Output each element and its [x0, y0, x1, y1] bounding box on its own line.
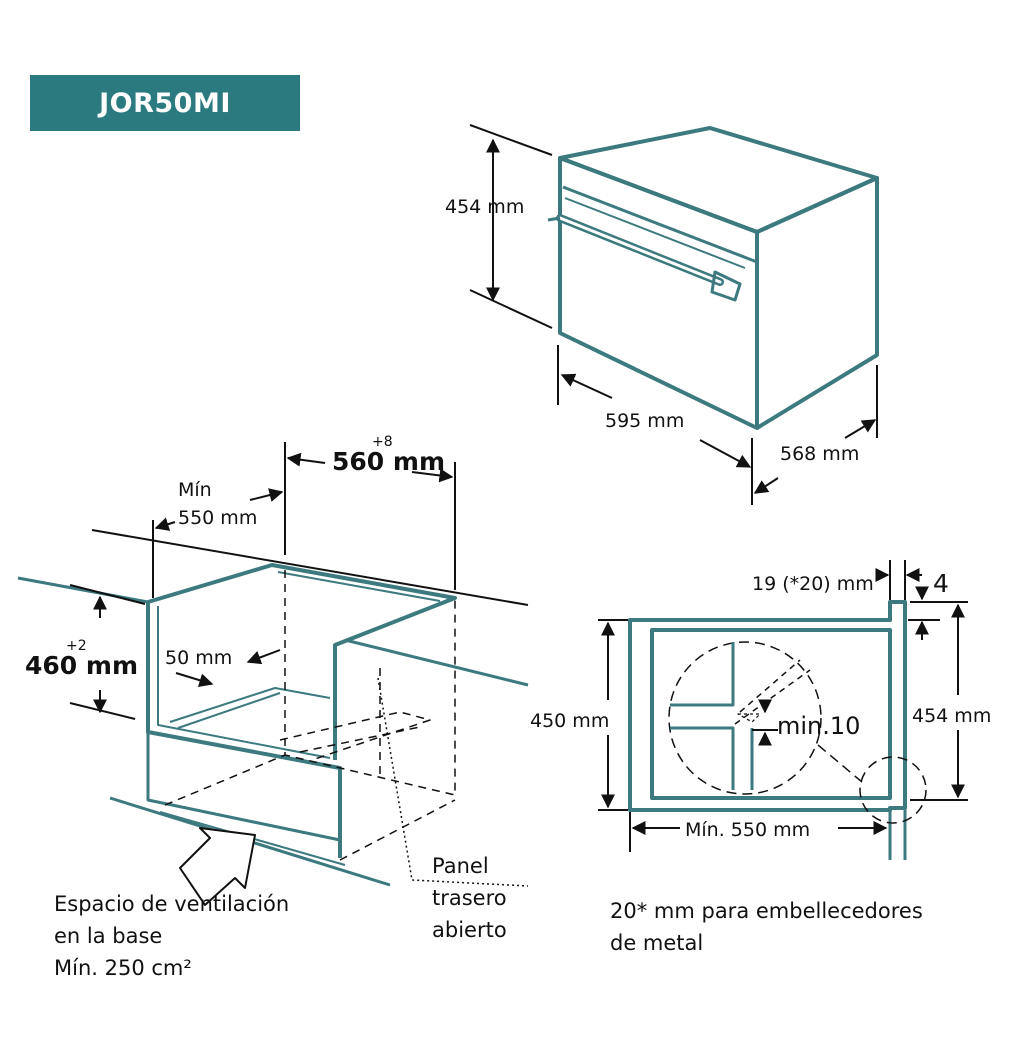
- cabinet-min-label: Mín: [178, 479, 212, 501]
- oven-width-label: 595 mm: [605, 410, 684, 432]
- cabinet-dimension-lines: [69, 442, 456, 720]
- ventilation-caption-line-3: Mín. 250 cm²: [54, 956, 192, 980]
- cabinet-offset-label: 50 mm: [165, 647, 232, 669]
- oven-depth-label: 568 mm: [780, 443, 859, 465]
- cabinet-height-tolerance: +2: [66, 638, 87, 654]
- section-inner-height-label: 450 mm: [530, 710, 609, 732]
- section-gap-label: 19 (*20) mm: [752, 573, 874, 595]
- trim-caption-line-2: de metal: [610, 931, 704, 955]
- ventilation-caption-line-2: en la base: [54, 924, 163, 948]
- panel-caption-line-2: trasero: [432, 886, 507, 910]
- model-title: JOR50MI: [30, 75, 300, 131]
- ventilation-caption: Espacio de ventilación en la base Mín. 2…: [54, 888, 289, 984]
- cabinet-height-label: 460 mm: [25, 651, 138, 680]
- cabinet-min-width-label: 550 mm: [178, 507, 257, 529]
- section-top-gap-label: 4: [933, 569, 949, 598]
- section-min-clearance-label: min.10: [777, 712, 860, 740]
- section-dimension-lines: [598, 560, 968, 852]
- oven-height-label: 454 mm: [445, 196, 524, 218]
- oven-drawing: [547, 126, 879, 430]
- cabinet-drawing: [17, 529, 529, 906]
- ventilation-caption-line-1: Espacio de ventilación: [54, 892, 290, 916]
- panel-caption-line-1: Panel: [432, 854, 489, 878]
- section-drawing: [628, 600, 927, 860]
- trim-caption-line-1: 20* mm para embellecedores: [610, 899, 923, 923]
- panel-caption-line-3: abierto: [432, 918, 507, 942]
- oven-dimension-lines: [469, 124, 878, 505]
- panel-caption: Panel trasero abierto: [432, 850, 507, 946]
- section-min-width-label: Mín. 550 mm: [685, 819, 810, 841]
- cabinet-depth-tolerance: +8: [372, 434, 393, 450]
- cabinet-depth-label: 560 mm: [332, 447, 445, 476]
- trim-caption: 20* mm para embellecedores de metal: [610, 895, 923, 959]
- section-outer-height-label: 454 mm: [912, 705, 991, 727]
